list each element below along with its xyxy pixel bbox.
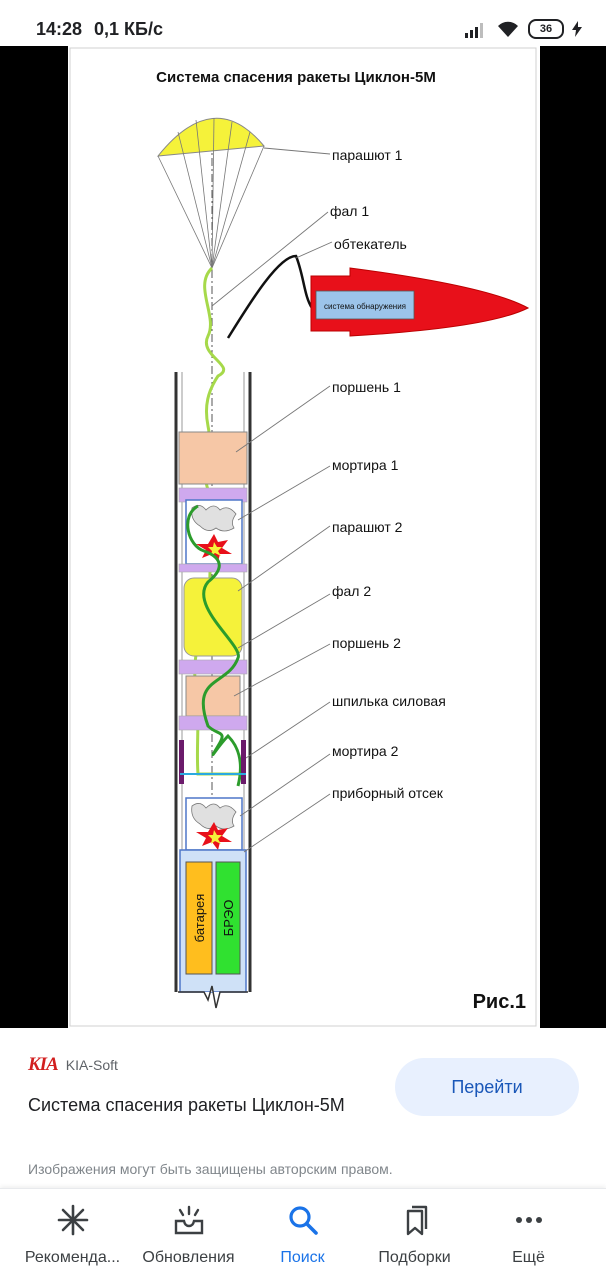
label-piston-2: поршень 2: [332, 635, 401, 651]
source-logo: KIA: [28, 1054, 59, 1075]
rescue-system-diagram: Система спасения ракеты Циклон-5М систем…: [68, 46, 540, 1028]
nav-label: Рекоменда...: [24, 1249, 121, 1266]
signal-icon: [465, 23, 483, 38]
source-row[interactable]: KIA KIA-Soft: [28, 1054, 118, 1076]
status-time: 14:28: [36, 19, 83, 39]
charging-icon: [572, 21, 582, 37]
status-icons: 36: [464, 14, 582, 44]
fairing: система обнаружения: [310, 267, 530, 337]
nav-label: Ещё: [512, 1249, 545, 1266]
visit-button[interactable]: Перейти: [395, 1058, 579, 1116]
parachute-1: [156, 117, 265, 269]
diagram-image[interactable]: Система спасения ракеты Циклон-5М систем…: [68, 46, 540, 1028]
nav-label: Поиск: [280, 1249, 325, 1266]
label-parachute-1: парашют 1: [332, 147, 403, 163]
bottom-navigation: Рекоменда... Обновления Поиск: [0, 1188, 606, 1281]
label-piston-1: поршень 1: [332, 379, 401, 395]
status-speed: 0,1 КБ/с: [94, 19, 163, 39]
battery-indicator: 36: [528, 19, 564, 39]
piston-1: [178, 431, 248, 485]
result-info: KIA KIA-Soft Система спасения ракеты Цик…: [0, 1028, 606, 1188]
figure-caption: Рис.1: [473, 991, 526, 1013]
instrument-compartment: батарея БРЭО: [179, 849, 247, 993]
bookmarks-icon: [406, 1205, 427, 1236]
search-icon: [288, 1206, 318, 1235]
label-parachute-2: парашют 2: [332, 519, 403, 535]
status-bar: 14:28 0,1 КБ/с 36: [0, 0, 606, 46]
battery-level: 36: [539, 23, 553, 35]
nav-label: Подборки: [378, 1249, 451, 1266]
nav-item-collections[interactable]: Подборки: [354, 1189, 475, 1281]
nav-label: Обновления: [142, 1249, 235, 1266]
source-name[interactable]: KIA-Soft: [65, 1057, 118, 1073]
asterisk-icon: [57, 1204, 88, 1236]
wifi-icon: [498, 21, 518, 37]
label-stud: шпилька силовая: [332, 693, 446, 709]
label-line-2: фал 2: [332, 583, 371, 599]
nav-item-recommendations[interactable]: Рекоменда...: [12, 1189, 133, 1281]
label-line-1: фал 1: [330, 203, 369, 219]
copyright-notice: Изображения могут быть защищены авторски…: [28, 1161, 393, 1177]
mortar-1: [185, 499, 243, 565]
label-instrument: приборный отсек: [332, 785, 444, 801]
battery-block-label: батарея: [192, 894, 207, 943]
figure-title: Система спасения ракеты Циклон-5М: [156, 69, 436, 86]
line-2-cord: [186, 504, 242, 787]
label-mortar-1: мортира 1: [332, 457, 399, 473]
result-title[interactable]: Система спасения ракеты Циклон-5М: [28, 1095, 345, 1115]
detection-system-label: система обнаружения: [324, 302, 406, 311]
label-fairing: обтекатель: [334, 236, 407, 252]
nav-item-updates[interactable]: Обновления: [128, 1189, 249, 1281]
inbox-icon: [174, 1205, 203, 1235]
more-dots-icon: [515, 1217, 542, 1223]
nav-item-search[interactable]: Поиск: [242, 1189, 363, 1281]
mortar-2: [185, 797, 243, 851]
breo-block-label: БРЭО: [221, 900, 236, 937]
label-mortar-2: мортира 2: [332, 743, 399, 759]
nav-item-more[interactable]: Ещё: [468, 1189, 589, 1281]
